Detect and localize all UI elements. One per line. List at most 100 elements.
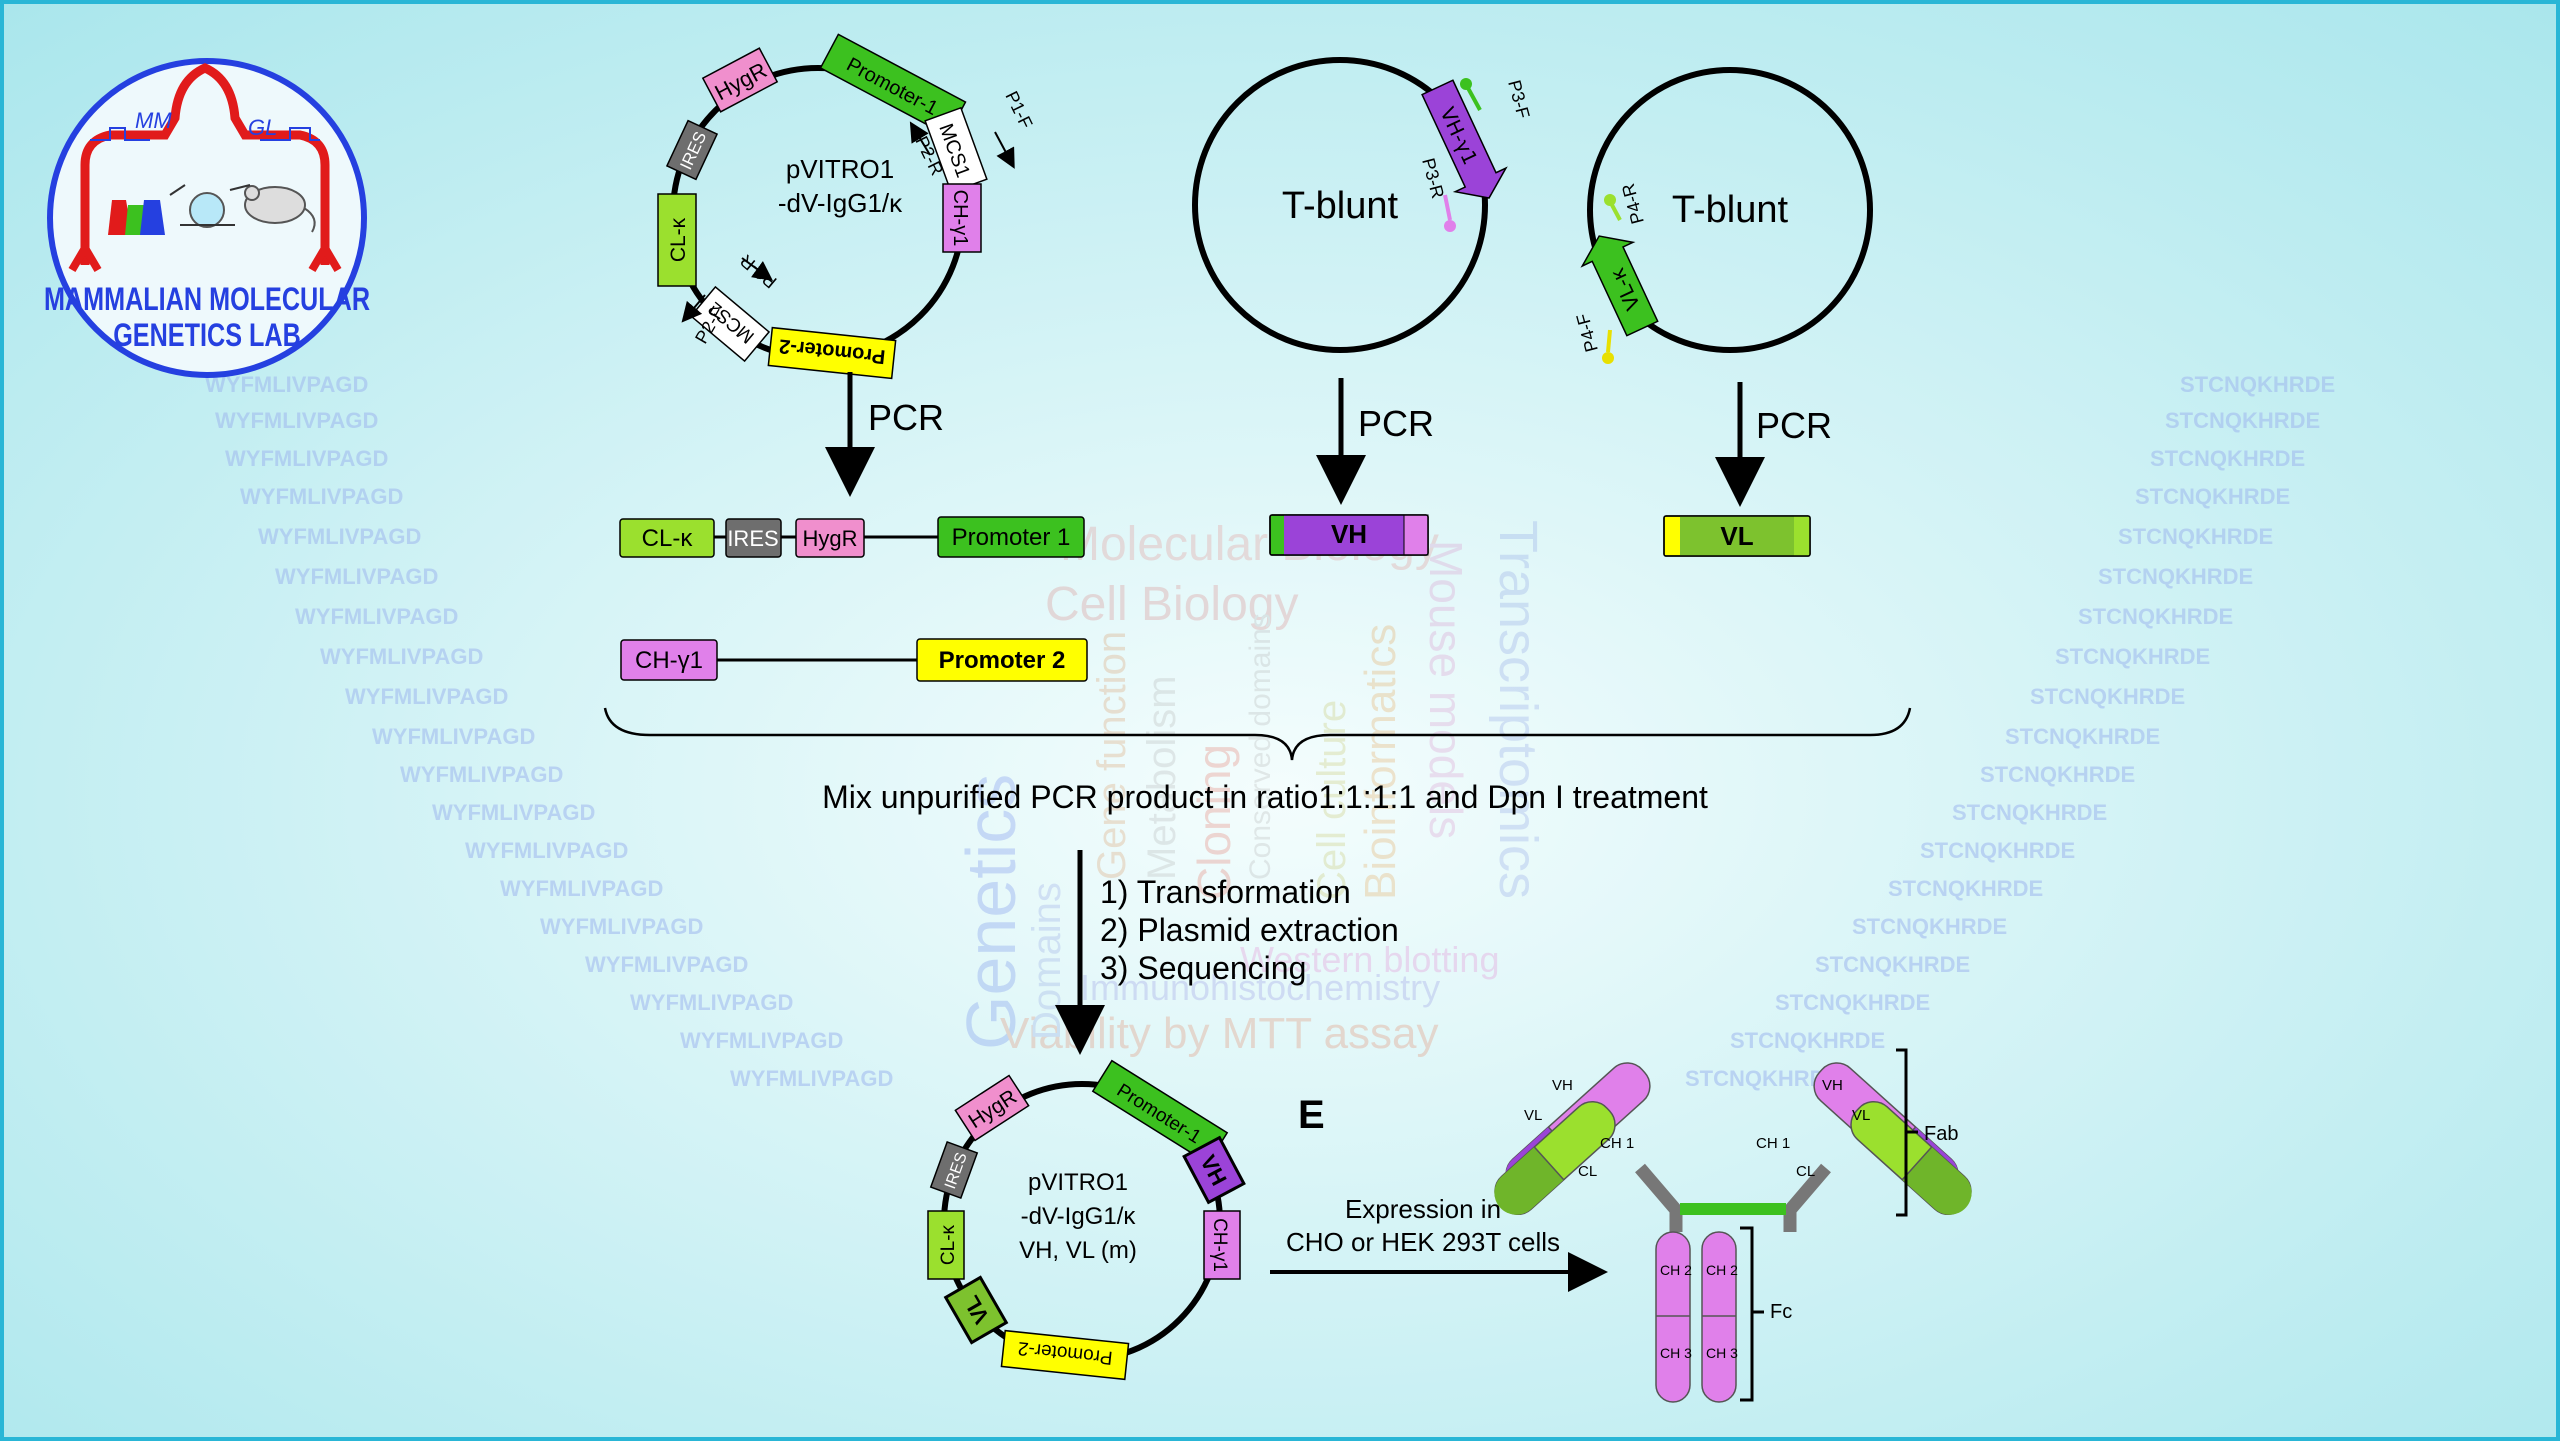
- svg-text:STCNQKHRDE: STCNQKHRDE: [2118, 524, 2273, 549]
- fab-bracket: [1896, 1048, 1918, 1217]
- plasmid-pvitro1: HygR Promoter-1 MCS1 CH-γ1 Promoter-2 MC…: [657, 33, 1036, 380]
- svg-text:PCR: PCR: [1358, 403, 1434, 444]
- final-segment-ires: IRES: [929, 1141, 979, 1199]
- svg-text:WYFMLIVPAGD: WYFMLIVPAGD: [320, 644, 483, 669]
- label-vl-right: VL: [1852, 1107, 1870, 1124]
- svg-text:Cloning: Cloning: [1188, 744, 1240, 900]
- logo-cycle-arrows: [169, 184, 251, 226]
- label-cl-left: CL: [1578, 1163, 1597, 1180]
- svg-text:STCNQKHRDE: STCNQKHRDE: [2078, 604, 2233, 629]
- fragment-hygr: HygR: [795, 518, 865, 558]
- fragment-ires: IRES: [725, 518, 782, 558]
- label-ch2-right: CH 2: [1706, 1262, 1738, 1278]
- step-sequencing: 3) Sequencing: [1100, 950, 1306, 986]
- logo-text-line2: GENETICS LAB: [113, 318, 301, 354]
- svg-text:WYFMLIVPAGD: WYFMLIVPAGD: [432, 800, 595, 825]
- label-ch3-left: CH 3: [1660, 1345, 1692, 1361]
- logo-dna-trace: [90, 127, 320, 141]
- fc-right-chain: [1701, 1231, 1737, 1403]
- label-ch1-left: CH 1: [1600, 1135, 1634, 1152]
- svg-text:Transcriptomics: Transcriptomics: [1488, 520, 1548, 899]
- svg-text:STCNQKHRDE: STCNQKHRDE: [1888, 876, 2043, 901]
- mouse-icon: [244, 185, 316, 233]
- petri-dish-icon: [189, 192, 225, 228]
- flasks-icon: [108, 200, 165, 235]
- svg-text:WYFMLIVPAGD: WYFMLIVPAGD: [205, 372, 368, 397]
- svg-text:STCNQKHRDE: STCNQKHRDE: [1852, 914, 2007, 939]
- svg-text:STCNQKHRDE: STCNQKHRDE: [1920, 838, 2075, 863]
- tblunt-vh-backbone: [1192, 57, 1488, 353]
- final-segment-vh: VH: [1182, 1135, 1246, 1205]
- label-ch2-left: CH 2: [1660, 1262, 1692, 1278]
- antibody-disulfide: [1680, 1203, 1786, 1215]
- svg-text:STCNQKHRDE: STCNQKHRDE: [1952, 800, 2107, 825]
- panel-letter-e: E: [1298, 1093, 1325, 1137]
- label-ch3-right: CH 3: [1706, 1345, 1738, 1361]
- bg-right-sequence: STCNQKHRDE STCNQKHRDE STCNQKHRDE STCNQKH…: [1685, 372, 2335, 1091]
- svg-text:Promoter 2: Promoter 2: [939, 647, 1066, 674]
- fragment-promoter-1: Promoter 1: [937, 516, 1085, 558]
- merge-brace: [603, 707, 1912, 761]
- svg-text:Genetics: Genetics: [952, 774, 1030, 1050]
- tblunt-vh-name: T-blunt: [1282, 185, 1399, 227]
- plasmid-pvitro1-subname: -dV-IgG1/κ: [778, 188, 903, 218]
- svg-text:WYFMLIVPAGD: WYFMLIVPAGD: [680, 1028, 843, 1053]
- svg-text:STCNQKHRDE: STCNQKHRDE: [2180, 372, 2335, 397]
- svg-text:STCNQKHRDE: STCNQKHRDE: [2055, 644, 2210, 669]
- svg-text:Gene function: Gene function: [1090, 631, 1134, 880]
- svg-text:STCNQKHRDE: STCNQKHRDE: [2030, 684, 2185, 709]
- svg-text:WYFMLIVPAGD: WYFMLIVPAGD: [215, 408, 378, 433]
- mix-instruction: Mix unpurified PCR product in ratio1:1:1…: [822, 779, 1708, 815]
- label-vh-right: VH: [1822, 1077, 1843, 1094]
- svg-text:CL-κ: CL-κ: [938, 1224, 959, 1265]
- left-light-chain: [1494, 1100, 1616, 1216]
- svg-text:WYFMLIVPAGD: WYFMLIVPAGD: [540, 914, 703, 939]
- expression-step: Expression in CHO or HEK 293T cells: [1270, 1194, 1608, 1292]
- svg-text:Cell culture: Cell culture: [1310, 700, 1354, 900]
- svg-text:WYFMLIVPAGD: WYFMLIVPAGD: [372, 724, 535, 749]
- fragment-cl-kappa: CL-κ: [619, 518, 715, 558]
- svg-text:Domains: Domains: [1025, 882, 1069, 1040]
- step-plasmid-extraction: 2) Plasmid extraction: [1100, 912, 1399, 948]
- plasmid-final-name: pVITRO1: [1028, 1169, 1128, 1196]
- plasmid-final-variant: VH, VL (m): [1019, 1237, 1137, 1264]
- fc-bracket: [1740, 1226, 1764, 1402]
- svg-text:WYFMLIVPAGD: WYFMLIVPAGD: [630, 990, 793, 1015]
- fragment-promoter-2: Promoter 2: [916, 638, 1088, 682]
- svg-text:WYFMLIVPAGD: WYFMLIVPAGD: [585, 952, 748, 977]
- svg-text:STCNQKHRDE: STCNQKHRDE: [2135, 484, 2290, 509]
- plasmid-tblunt-vh: T-blunt VH-γ1 P3-F P3-R: [1192, 57, 1534, 353]
- svg-text:WYFMLIVPAGD: WYFMLIVPAGD: [240, 484, 403, 509]
- segment-ch-gamma1: CH-γ1: [942, 183, 982, 253]
- svg-text:Expression in: Expression in: [1345, 1194, 1501, 1224]
- segment-promoter-2: Promoter-2: [767, 326, 897, 380]
- svg-text:Cell Biology: Cell Biology: [1045, 578, 1298, 631]
- svg-text:Metabolism: Metabolism: [1140, 675, 1184, 880]
- svg-text:Promoter 1: Promoter 1: [952, 524, 1071, 551]
- svg-text:WYFMLIVPAGD: WYFMLIVPAGD: [465, 838, 628, 863]
- svg-text:STCNQKHRDE: STCNQKHRDE: [1775, 990, 1930, 1015]
- process-steps: 1) Transformation 2) Plasmid extraction …: [1100, 874, 1399, 986]
- svg-text:Mouse models: Mouse models: [1420, 540, 1472, 839]
- svg-text:WYFMLIVPAGD: WYFMLIVPAGD: [730, 1066, 893, 1091]
- svg-text:STCNQKHRDE: STCNQKHRDE: [2165, 408, 2320, 433]
- svg-text:Western blotting: Western blotting: [1240, 939, 1499, 980]
- logo-feet: [68, 240, 342, 273]
- svg-text:WYFMLIVPAGD: WYFMLIVPAGD: [295, 604, 458, 629]
- fab-label: Fab: [1924, 1123, 1958, 1145]
- svg-text:STCNQKHRDE: STCNQKHRDE: [2005, 724, 2160, 749]
- pcr-step-3: PCR: [1715, 382, 1832, 507]
- svg-text:CH-γ1: CH-γ1: [1209, 1218, 1230, 1272]
- antibody-hinge: [1635, 1163, 1831, 1232]
- antibody: VH VL CH 1 CL VH VL CH 1 CL CH 2 CH 2 CH: [1494, 1048, 1972, 1403]
- segment-cl-kappa: CL-κ: [657, 193, 697, 287]
- final-segment-cl-kappa: CL-κ: [927, 1210, 965, 1280]
- fragment-vl: VL: [1663, 515, 1811, 557]
- svg-text:WYFMLIVPAGD: WYFMLIVPAGD: [258, 524, 421, 549]
- plasmid-final-subname: -dV-IgG1/κ: [1021, 1203, 1137, 1230]
- label-vl-left: VL: [1524, 1107, 1542, 1124]
- svg-text:CL-κ: CL-κ: [642, 525, 694, 552]
